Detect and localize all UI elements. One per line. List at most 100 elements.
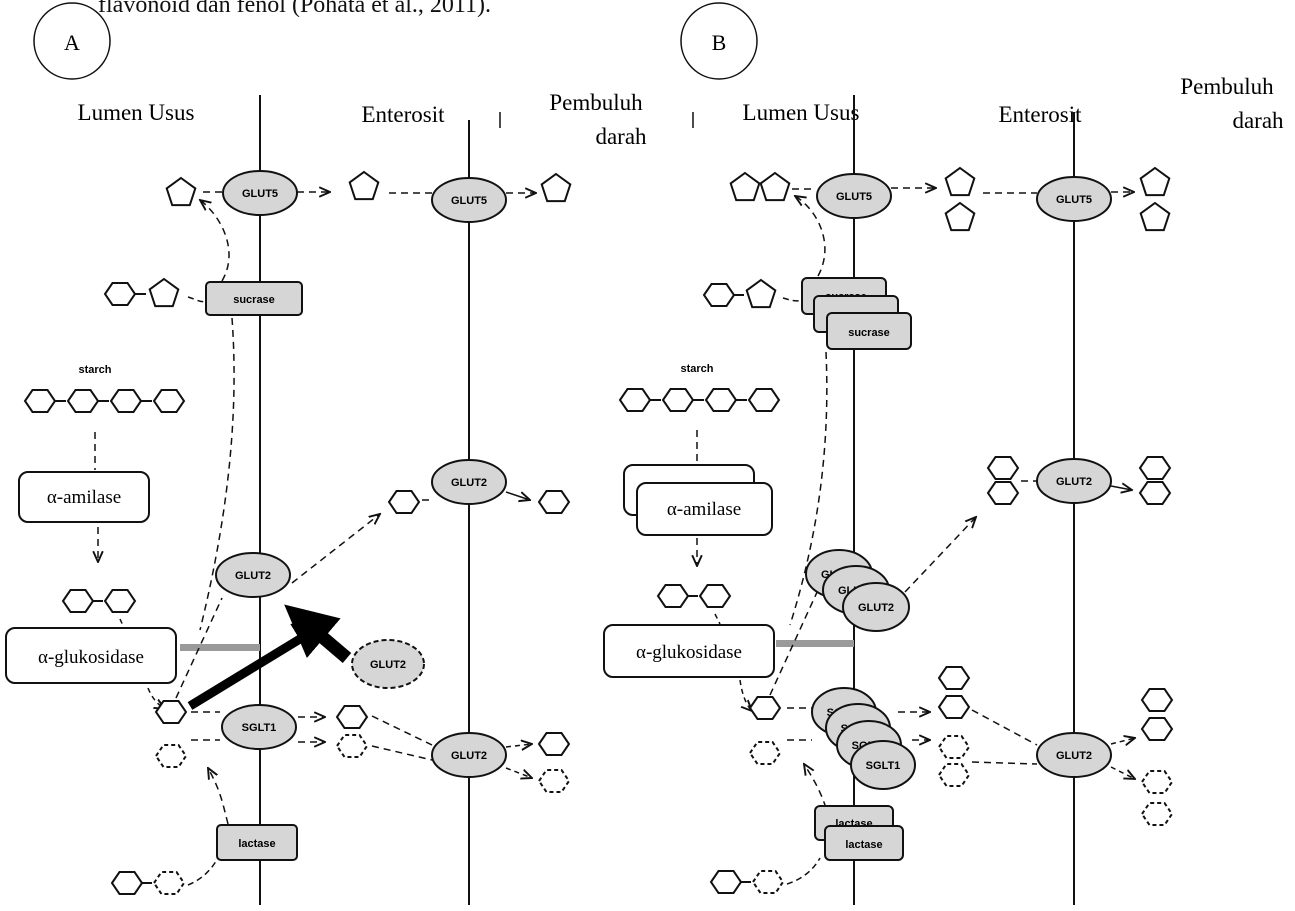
arrow-line [200,200,230,282]
starch-molecule-b [619,388,780,412]
svg-text:GLUT2: GLUT2 [451,477,487,489]
header-lumen-a: Lumen Usus [78,100,195,125]
glut2-basal-lower-b: GLUT2 [1036,732,1112,778]
glucose-blood-lower-b2 [1141,717,1173,741]
lactase-enzyme-a: lactase [216,824,298,861]
svg-text:GLUT5: GLUT5 [1056,194,1092,206]
arrow-line [505,491,530,500]
bold-arrow-recruit [284,604,352,663]
galactose-cell-a [336,734,368,758]
arrow-line [786,857,821,885]
arrow-line [795,196,826,277]
svg-text:SGLT1: SGLT1 [242,722,277,734]
fructose-blood-a [540,173,572,203]
fructose-blood-b2 [1139,202,1171,232]
panel-a: A Lumen Usus Enterosit Pembuluh darah GL… [5,2,647,905]
galactose-blood-b1 [1141,770,1173,794]
arrow-line [199,317,235,631]
glucose-blood-lower-b1 [1141,688,1173,712]
glucose-cell-a [388,490,420,514]
glucose-blood-upper-a [538,490,570,514]
arrow-line [187,857,219,886]
glut5-basal-a: GLUT5 [431,177,507,223]
glut5-apical-a: GLUT5 [222,170,298,216]
glut2-basal-upper-a: GLUT2 [431,459,507,505]
glut2-apical-a: GLUT2 [215,552,291,598]
sucrase-stack-b: sucrase sucrase sucrase [801,277,912,350]
maltose-molecule-a [62,589,136,613]
svg-text:GLUT5: GLUT5 [451,195,487,207]
fructose-cell-b1 [944,167,976,197]
header-enterocyte-a: Enterosit [361,102,445,127]
glucose-cell-lower-b2 [938,695,970,719]
arrow-line [782,297,803,302]
starch-molecule-a [24,389,185,413]
galactose-lumen-a [155,744,187,768]
arrow-line [1110,486,1132,490]
header-blood-line1-a: Pembuluh [549,90,643,115]
sglt1-b [850,740,916,790]
glucose-blood-b2 [1139,481,1171,505]
galactose-blood-b2 [1141,802,1173,826]
glucose-blood-lower-a [538,732,570,756]
galactose-blood-a [538,769,570,793]
header-lumen-b: Lumen Usus [743,100,860,125]
glucose-cell-lower-b1 [938,666,970,690]
sucrose-molecule-b [703,279,777,309]
header-blood-line1-b: Pembuluh [1180,74,1274,99]
tight-junction-b [776,640,854,647]
sglt1-a: SGLT1 [221,704,297,750]
arrow-line [208,768,229,825]
arrow-line [371,715,433,746]
sucrase-enzyme-a: sucrase [205,281,303,316]
header-enterocyte-b: Enterosit [998,102,1082,127]
svg-text:GLUT2: GLUT2 [858,602,894,614]
svg-text:SGLT1: SGLT1 [866,760,901,772]
arrow-line [904,517,976,593]
maltose-molecule-b [657,584,731,608]
glut5-apical-b: GLUT5 [816,173,892,219]
glucose-cell-lower-a [336,705,368,729]
arrow-line [505,767,532,778]
arrow-line [971,709,1038,746]
caption-fragment: flavonoid dan fenol (Pohata et al., 2011… [98,0,491,18]
sucrose-molecule-a [104,278,180,308]
amylase-enzyme-b [636,482,773,536]
arrow-line [1110,766,1135,779]
glucose-lumen-b [749,696,781,720]
fructose-cell-a [348,171,380,201]
arrow-line [804,764,827,809]
fructose-cell-b2 [944,202,976,232]
svg-text:α-amilase: α-amilase [667,499,741,520]
svg-text:GLUT2: GLUT2 [370,659,406,671]
arrow-line [971,761,1038,765]
glut2-basal-lower-a: GLUT2 [431,732,507,778]
svg-text:GLUT5: GLUT5 [242,188,278,200]
glut2-apical-stack-b: GLUT2 GLUT2 GLUT2 [805,549,910,632]
glut2-apical-b [842,582,910,632]
arrow-line [769,589,819,696]
fructose-lumen-b2 [759,172,791,202]
arrow-line [714,613,721,625]
glut2-recruit-a: GLUT2 [351,639,425,689]
arrow-line [505,744,532,747]
panel-a-badge [33,2,111,80]
glucosidase-enzyme-a: α-glukosidase [5,627,177,684]
glucose-blood-b1 [1139,456,1171,480]
starch-label-b: starch [680,363,713,375]
arrow-line [1110,738,1135,744]
bold-arrow-signal [187,620,331,710]
glut5-basal-b: GLUT5 [1036,176,1112,222]
fructose-blood-b1 [1139,167,1171,197]
lactase-stack-b: lactase lactase [814,805,904,861]
glut2-basal-upper-b: GLUT2 [1036,458,1112,504]
arrow-line [291,514,380,584]
fructose-lumen-a [165,177,197,207]
arrow-line [789,351,828,626]
svg-text:α-glukosidase: α-glukosidase [636,642,742,663]
svg-text:α-glukosidase: α-glukosidase [38,647,144,668]
glucose-cell-b1 [987,456,1019,480]
svg-text:lactase: lactase [845,839,882,851]
svg-text:lactase: lactase [238,838,275,850]
